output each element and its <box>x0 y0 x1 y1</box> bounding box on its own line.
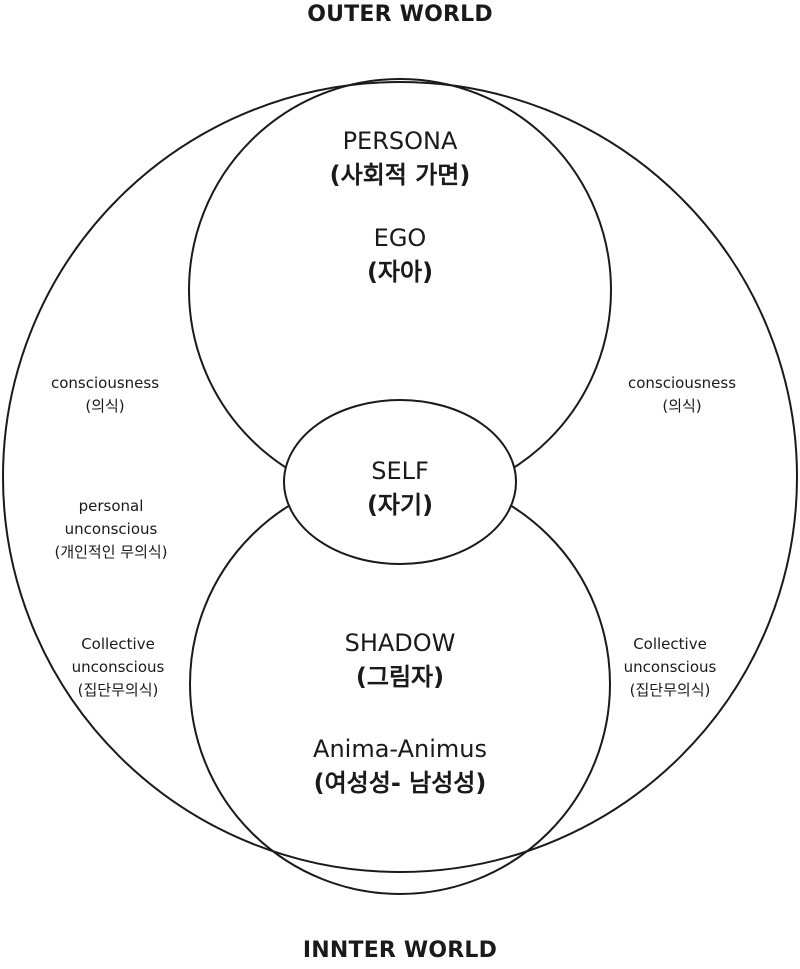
right-collective-unconscious-label: Collective unconscious (집단무의식) <box>624 633 717 702</box>
left-collective-en2: unconscious <box>71 658 165 676</box>
right-collective-en2: unconscious <box>623 658 717 676</box>
left-collective-unconscious-label: Collective unconscious (집단무의식) <box>72 633 165 702</box>
right-collective-en1: Collective <box>633 635 707 653</box>
left-consciousness-en: consciousness <box>50 374 160 392</box>
left-consciousness-ko: (의식) <box>85 397 125 415</box>
left-personal-ko: (개인적인 무의식) <box>54 543 168 561</box>
shadow-label: SHADOW (그림자) <box>345 626 456 694</box>
left-consciousness-label: consciousness (의식) <box>51 372 159 418</box>
left-collective-ko: (집단무의식) <box>77 681 159 699</box>
left-personal-unconscious-label: personal unconscious (개인적인 무의식) <box>54 495 167 564</box>
ego-ko: (자아) <box>366 258 434 286</box>
anima-animus-ko: (여성성- 남성성) <box>313 769 487 797</box>
ego-name: EGO <box>373 224 427 252</box>
inner-world-label: INNTER WORLD <box>302 938 498 963</box>
shadow-ko: (그림자) <box>355 663 445 691</box>
anima-animus-label: Anima-Animus (여성성- 남성성) <box>313 732 487 800</box>
right-consciousness-en: consciousness <box>627 374 737 392</box>
left-collective-en1: Collective <box>81 635 155 653</box>
self-label: SELF (자기) <box>367 454 433 522</box>
ego-label: EGO (자아) <box>367 221 433 289</box>
persona-name: PERSONA <box>342 127 458 155</box>
outer-circle <box>2 81 798 873</box>
outer-world-label: OUTER WORLD <box>307 2 493 27</box>
right-collective-ko: (집단무의식) <box>629 681 711 699</box>
left-personal-en1: personal <box>78 497 144 515</box>
right-consciousness-ko: (의식) <box>662 397 702 415</box>
persona-ko: (사회적 가면) <box>329 161 471 189</box>
self-name: SELF <box>371 457 429 485</box>
anima-animus-name: Anima-Animus <box>313 735 487 763</box>
shadow-name: SHADOW <box>344 629 456 657</box>
left-personal-en2: unconscious <box>64 520 158 538</box>
self-ko: (자기) <box>366 491 434 519</box>
persona-label: PERSONA (사회적 가면) <box>330 124 471 192</box>
right-consciousness-label: consciousness (의식) <box>628 372 736 418</box>
self-ellipse <box>283 399 517 565</box>
